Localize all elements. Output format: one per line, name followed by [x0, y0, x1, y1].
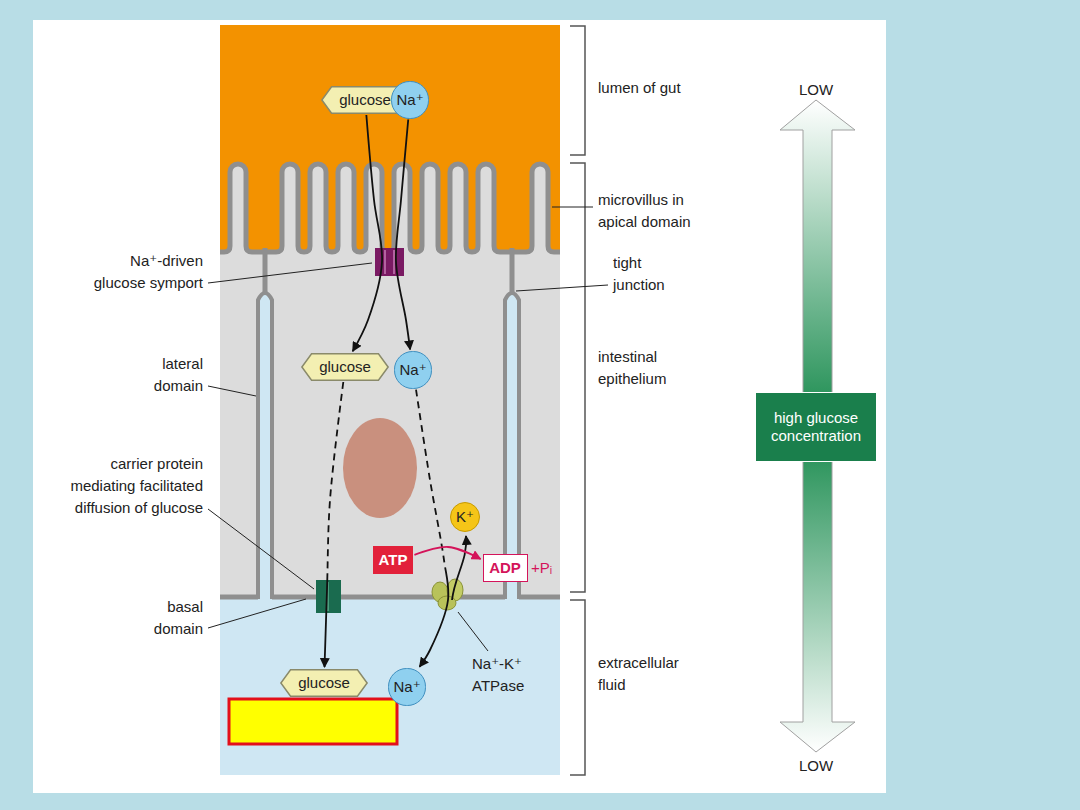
transport-arrow [416, 390, 448, 667]
part-label: carrier protein mediating facilitated di… [43, 453, 203, 519]
node-text: glucose [298, 674, 350, 692]
bracket [570, 26, 585, 775]
symport-protein [375, 248, 404, 276]
carrier-protein [316, 580, 341, 613]
panel [33, 20, 886, 793]
node-text: ADP [489, 559, 521, 577]
nucleus [343, 418, 417, 518]
phosphate-label: +Pᵢ [531, 557, 552, 579]
transport-arrow [414, 547, 480, 559]
concentration-box: high glucose concentration [755, 392, 877, 462]
extracellular-fluid [220, 597, 560, 775]
transport-arrow [325, 382, 344, 667]
gut-lumen [220, 25, 560, 265]
potassium-ion: K⁺ [450, 502, 480, 532]
glucose-molecule: glucose [301, 353, 389, 381]
region-label: lumen of gut [598, 77, 681, 99]
part-label: lateral domain [133, 353, 203, 397]
node-text: high glucose concentration [764, 409, 868, 445]
sodium-ion: Na⁺ [394, 351, 431, 388]
node-text: Na⁺ [393, 678, 420, 696]
sodium-ion: Na⁺ [391, 81, 428, 118]
tight-junction [510, 248, 515, 292]
part-label: basal domain [143, 596, 203, 640]
gradient-label: LOW [766, 755, 866, 777]
lateral-space [258, 293, 272, 599]
epithelial-cell [220, 164, 560, 599]
node-text: Na⁺ [399, 361, 426, 379]
basal-membrane [220, 595, 560, 600]
adp-box: ADP [483, 554, 528, 582]
transport-arrow [353, 115, 382, 351]
gradient-label: LOW [766, 79, 866, 101]
region-label: intestinal epithelium [598, 346, 688, 390]
leader-line [208, 207, 608, 651]
region-label: extracellular fluid [598, 652, 698, 696]
node-text: glucose [339, 91, 391, 109]
node-text: ATP [379, 551, 408, 569]
potassium-arrow [452, 536, 466, 600]
part-label: Na⁺-K⁺ ATPase [472, 653, 547, 697]
tight-junction [263, 248, 268, 292]
glucose-molecule: glucose [280, 669, 368, 697]
highlight-box [229, 699, 397, 744]
part-label: microvillus in apical domain [598, 189, 713, 233]
node-text: Na⁺ [396, 91, 423, 109]
sodium-ion: Na⁺ [388, 668, 425, 705]
node-text: glucose [319, 358, 371, 376]
part-label: Na⁺-driven glucose symport [78, 250, 203, 294]
apical-membrane [220, 164, 560, 252]
transport-arrow [396, 120, 410, 350]
atp-box: ATP [373, 546, 414, 574]
part-label: tight junction [613, 252, 683, 296]
node-text: K⁺ [456, 508, 474, 526]
